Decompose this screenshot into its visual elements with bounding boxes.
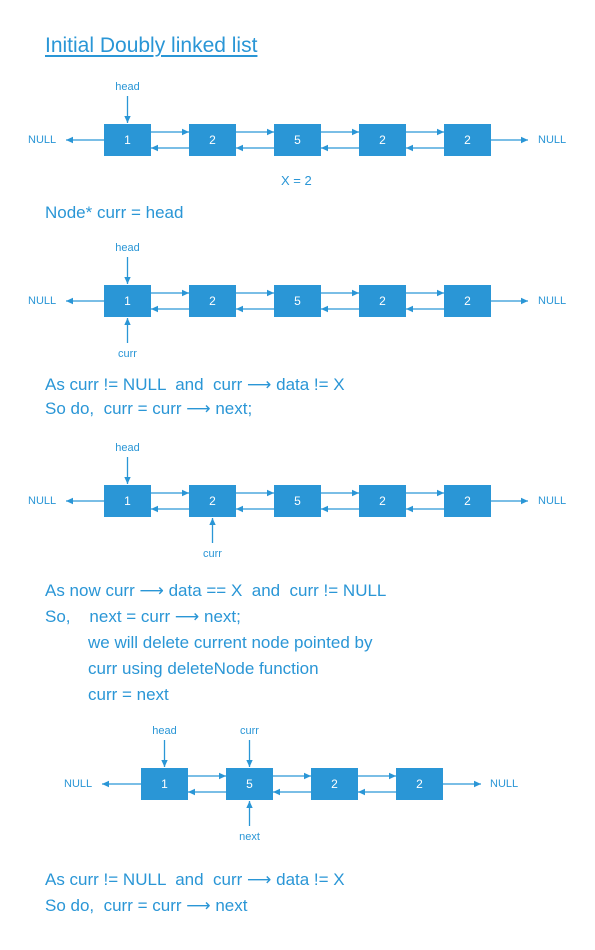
step-check-condition-1: As curr != NULL and curr ⟶ data != X: [45, 375, 345, 394]
step-delete-desc-2: curr using deleteNode function: [88, 659, 319, 678]
list-node: [189, 285, 236, 317]
node-value: 1: [124, 133, 131, 147]
list-node: [359, 485, 406, 517]
list-node: [444, 124, 491, 156]
list-node: [311, 768, 358, 800]
null-label-left: NULL: [28, 295, 56, 307]
node-value: 2: [464, 494, 471, 508]
node-value: 2: [209, 494, 216, 508]
list-node: [274, 124, 321, 156]
list-node: [226, 768, 273, 800]
target-value-label: X = 2: [281, 173, 312, 188]
step-curr-next: curr = next: [88, 685, 169, 704]
node-value: 5: [294, 294, 301, 308]
step-save-next: So, next = curr ⟶ next;: [45, 607, 241, 626]
list-node: [141, 768, 188, 800]
node-value: 2: [379, 133, 386, 147]
null-label-left: NULL: [64, 778, 92, 790]
null-label-right: NULL: [538, 495, 566, 507]
list-node: [359, 124, 406, 156]
node-value: 1: [124, 294, 131, 308]
curr-pointer-label: curr: [240, 725, 259, 737]
list-node: [104, 124, 151, 156]
null-label-left: NULL: [28, 134, 56, 146]
node-value: 5: [294, 494, 301, 508]
head-pointer-label: head: [115, 242, 139, 254]
node-value: 2: [209, 133, 216, 147]
step-init-curr: Node* curr = head: [45, 203, 184, 222]
diagram-title: Initial Doubly linked list: [45, 34, 258, 57]
list-node: [444, 485, 491, 517]
list-node: [359, 285, 406, 317]
node-value: 2: [464, 294, 471, 308]
node-value: 1: [124, 494, 131, 508]
curr-pointer-label: curr: [118, 348, 137, 360]
null-label-right: NULL: [538, 134, 566, 146]
node-value: 5: [246, 777, 253, 791]
null-label-left: NULL: [28, 495, 56, 507]
node-value: 2: [331, 777, 338, 791]
node-value: 2: [209, 294, 216, 308]
step-match-condition: As now curr ⟶ data == X and curr != NULL: [45, 581, 387, 600]
list-node: [444, 285, 491, 317]
list-node: [274, 485, 321, 517]
head-pointer-label: head: [115, 81, 139, 93]
step-delete-desc-1: we will delete current node pointed by: [88, 633, 373, 652]
step-check-condition-2: As curr != NULL and curr ⟶ data != X: [45, 870, 345, 889]
step-advance-2: So do, curr = curr ⟶ next: [45, 896, 248, 915]
node-value: 5: [294, 133, 301, 147]
node-value: 1: [161, 777, 168, 791]
null-label-right: NULL: [538, 295, 566, 307]
null-label-right: NULL: [490, 778, 518, 790]
list-node: [104, 285, 151, 317]
list-node: [104, 485, 151, 517]
head-pointer-label: head: [152, 725, 176, 737]
list-node: [274, 285, 321, 317]
list-node: [396, 768, 443, 800]
node-value: 2: [416, 777, 423, 791]
list-node: [189, 124, 236, 156]
curr-pointer-label: curr: [203, 548, 222, 560]
node-value: 2: [379, 294, 386, 308]
list-node: [189, 485, 236, 517]
next-pointer-label: next: [239, 831, 260, 843]
head-pointer-label: head: [115, 442, 139, 454]
step-advance-1: So do, curr = curr ⟶ next;: [45, 399, 253, 418]
node-value: 2: [379, 494, 386, 508]
node-value: 2: [464, 133, 471, 147]
